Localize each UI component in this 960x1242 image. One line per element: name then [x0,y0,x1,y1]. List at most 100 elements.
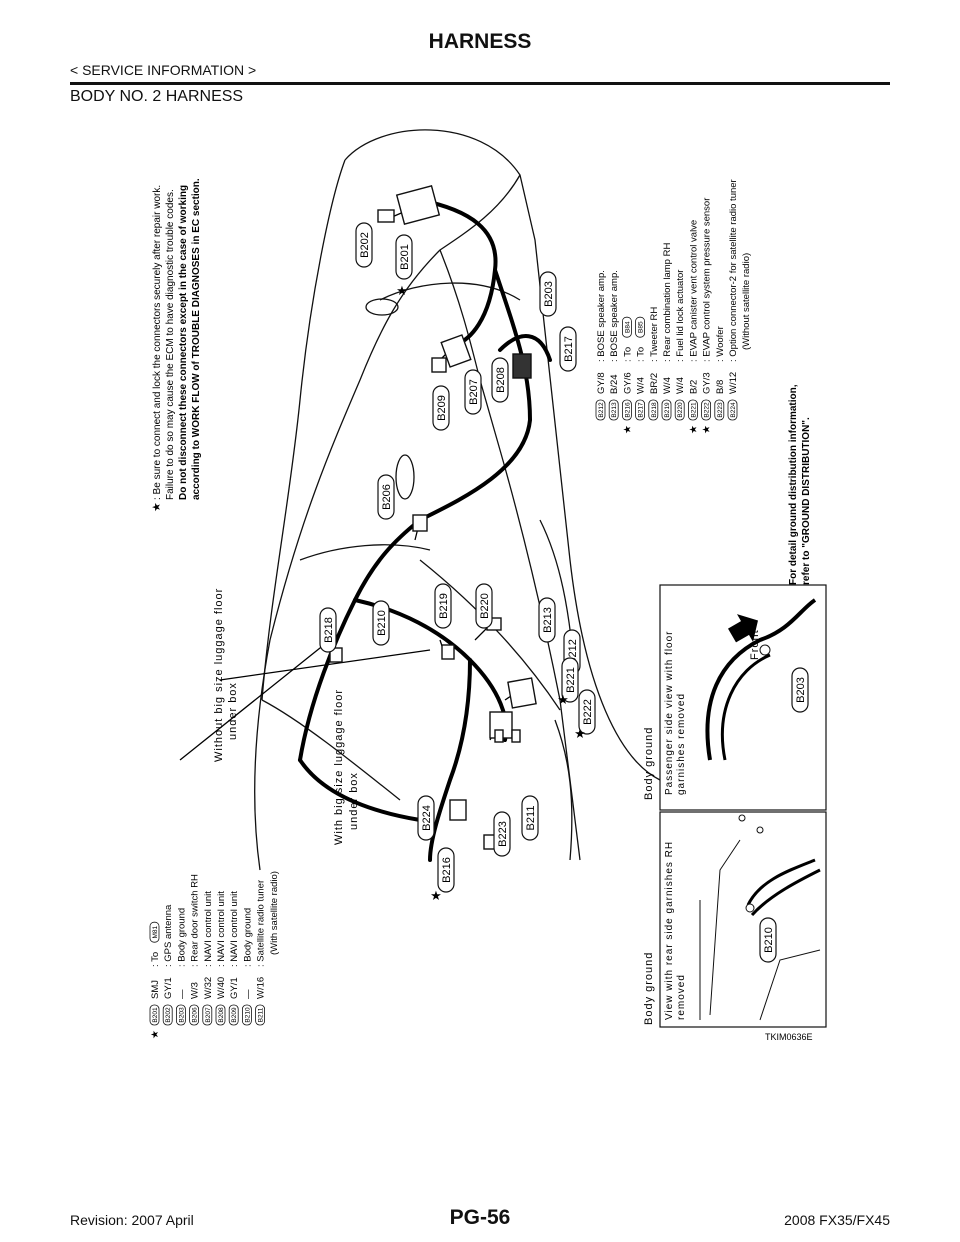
legend-description: : Satellite radio tuner [256,880,267,967]
figure-id: TKIM0636E [765,1032,813,1042]
legend-ref: M81 [152,925,159,938]
legend-wire-color: — [176,989,187,999]
legend-description: : Rear combination lamp RH [662,243,673,362]
legend-wire-color: GY/3 [702,372,713,394]
inset2-subtitle-1: Passenger side view with floor [664,630,675,795]
svg-text:★: ★ [430,888,442,903]
callout-b222: B222 [582,699,594,725]
legend-description: : BOSE speaker amp. [596,270,607,362]
legend-wire-color: GY/6 [622,372,633,394]
callout-b208: B208 [495,367,507,393]
callout-b218: B218 [323,617,335,643]
legend-row: B202 GY/1 : GPS antenna [162,904,174,1026]
inset2-subtitle-2: garnishes removed [676,693,687,795]
front-label: Front [749,629,761,660]
legend-description: : EVAP canister vent control valve [688,220,699,362]
header-rule [70,82,890,85]
inset-callout-b210: B210 [763,927,775,953]
legend-code: B201 [152,1007,159,1023]
connectors [329,184,537,850]
legend-wire-color: B/2 [688,380,699,394]
legend-wire-color: W/40 [216,977,227,999]
legend-wire-color: W/3 [190,982,201,999]
legend-row: (Without satellite radio) [741,253,752,350]
legend-code: B216 [624,402,631,418]
callout-b223: B223 [497,821,509,847]
legend-code: B202 [165,1007,172,1023]
star-note-line-3: Do not disconnect these connectors excep… [178,185,189,500]
svg-text:★: ★ [557,692,569,707]
legend-wire-color: W/16 [256,977,267,999]
legend-ref: B84 [624,321,631,333]
legend-row: B203—: Body ground [175,908,187,1026]
legend-ref: B85 [638,321,645,333]
legend-code: B206 [192,1007,199,1023]
callout-b202: B202 [359,232,371,258]
legend-code: B217 [638,402,645,418]
section-heading: BODY NO. 2 HARNESS [70,88,244,105]
legend-description: : Rear door switch RH [190,874,201,967]
with-box-label-2: under box [348,772,360,830]
page-title: HARNESS [428,30,532,53]
inset1-subtitle-2: removed [676,974,687,1020]
legend-code: B203 [178,1007,185,1023]
legend-description: : NAVI control unit [229,891,240,967]
legend-wire-color: B/24 [609,374,620,394]
legend-wire-color: W/4 [662,377,673,394]
star-note: : Be sure to connect and lock the connec… [151,178,202,512]
legend-description: : Tweeter RH [649,307,660,362]
legend-row: B206 W/3 : Rear door switch RH [189,874,201,1026]
callout-b211: B211 [525,806,537,831]
legend-description: (Without satellite radio) [741,253,752,350]
legend-code: B218 [651,402,658,418]
legend-description: : BOSE speaker amp. [609,270,620,362]
legend-description: : To [636,347,647,362]
inset1-subtitle-1: View with rear side garnishes RH [664,841,675,1020]
callout-b219: B219 [438,593,450,619]
star-note-line-4: according to WORK FLOW of TROUBLE DIAGNO… [191,178,202,500]
callout-b224: B224 [421,805,433,831]
footer-page-number: PG-56 [449,1206,511,1229]
callout-b210: B210 [376,610,388,636]
svg-text:★: ★ [396,283,408,298]
callout-b221: B221 [565,667,577,693]
connector-callouts: B202 B201 B203 B217 B208 B207 B209 B206 … [319,222,596,893]
legend-row: B213 B/24 : BOSE speaker amp. [608,270,620,421]
legend-description: : To [622,347,633,362]
with-box-label-1: With big size luggage floor [333,689,345,845]
legend-wire-color: GY/1 [163,977,174,999]
section-label: < SERVICE INFORMATION > [70,62,257,78]
inset-callout-b203: B203 [795,677,807,703]
legend-description: : GPS antenna [163,904,174,967]
legend-code: B219 [664,402,671,418]
legend-code: B213 [611,402,618,418]
legend-description: : EVAP control system pressure sensor [702,198,713,362]
inset2-title: Body ground [643,727,655,800]
callout-b209: B209 [436,395,448,421]
legend-code: B211 [258,1007,265,1022]
legend-star-icon: ★ [150,1030,161,1039]
legend-code: B209 [231,1007,238,1023]
legend-description: : Fuel lid lock actuator [675,270,686,362]
inset-body-ground-passenger: Body ground Passenger side view with flo… [643,584,827,811]
legend-row: (With satellite radio) [269,871,280,955]
legend-wire-color: W/32 [203,977,214,999]
star-markers: ★ ★ ★ ★ [396,283,586,903]
legend-description: (With satellite radio) [269,871,280,955]
legend-star-icon: ★ [688,425,699,434]
legend-wire-color: GY/1 [229,977,240,999]
svg-text:★: ★ [574,726,586,741]
legend-code: B223 [717,402,724,418]
callout-b201: B201 [399,244,411,270]
callout-b207: B207 [468,379,480,405]
without-box-label-2: under box [227,682,239,740]
